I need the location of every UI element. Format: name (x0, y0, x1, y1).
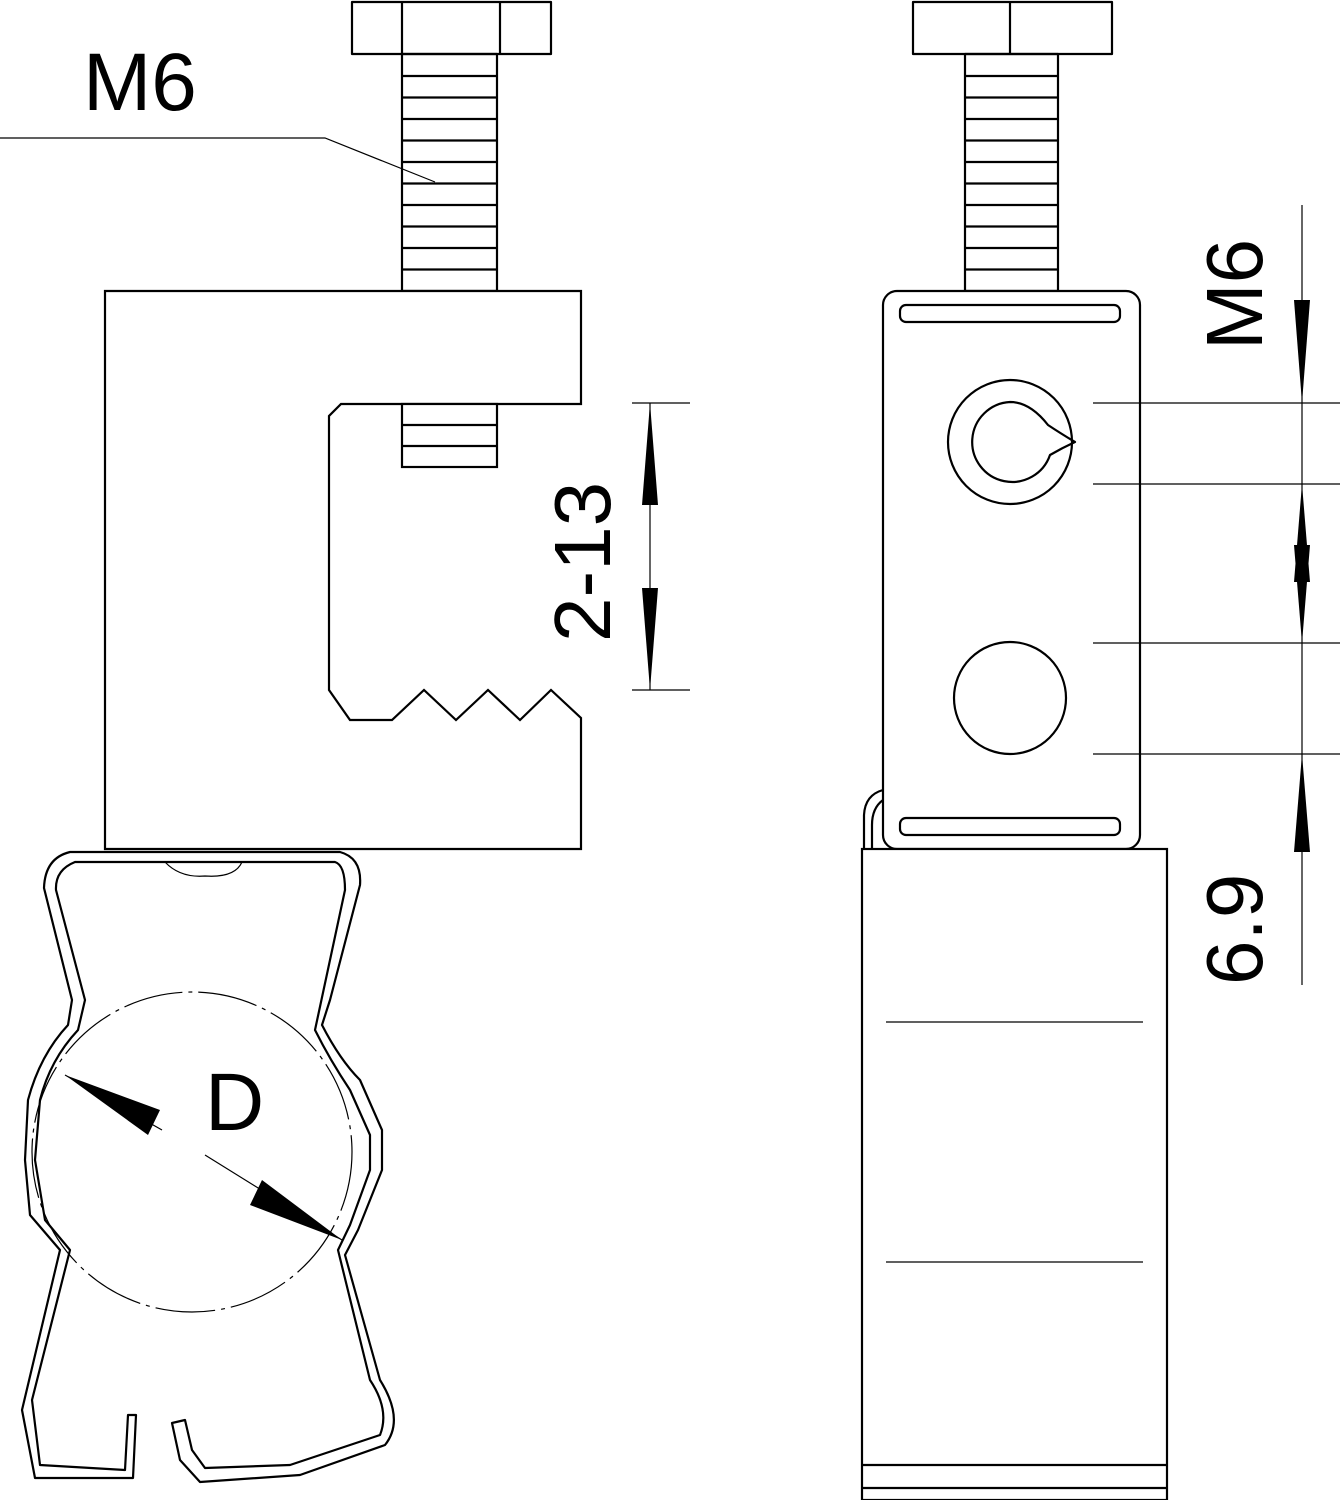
clamp-range-label: 2-13 (538, 482, 627, 642)
front-dimensions: M6 6.9 (1093, 205, 1340, 985)
clamp-range-dimension: 2-13 (538, 402, 690, 691)
bolt-thread (963, 52, 1060, 293)
bolt-head (350, 0, 553, 56)
pipe-clip: D (20, 850, 395, 1484)
leader-line (0, 137, 436, 183)
bolt-head (911, 0, 1114, 56)
side-view: M6 2-13 D (0, 0, 690, 1484)
threaded-hole (946, 378, 1074, 506)
hook (862, 788, 884, 849)
diameter-label: D (205, 1057, 264, 1148)
clamp-plate (881, 289, 1142, 851)
c-clamp-body (103, 289, 583, 851)
bolt-thread-lower (400, 402, 499, 469)
thread-label: M6 (83, 37, 197, 128)
clip-band (860, 847, 1169, 1500)
front-thread-label: M6 (1190, 239, 1279, 350)
pipe-diameter-circle (31, 991, 353, 1313)
bolt-thread (400, 52, 499, 293)
distance-label: 6.9 (1190, 874, 1279, 985)
front-view: M6 6.9 (860, 0, 1340, 1500)
hole (952, 640, 1068, 756)
